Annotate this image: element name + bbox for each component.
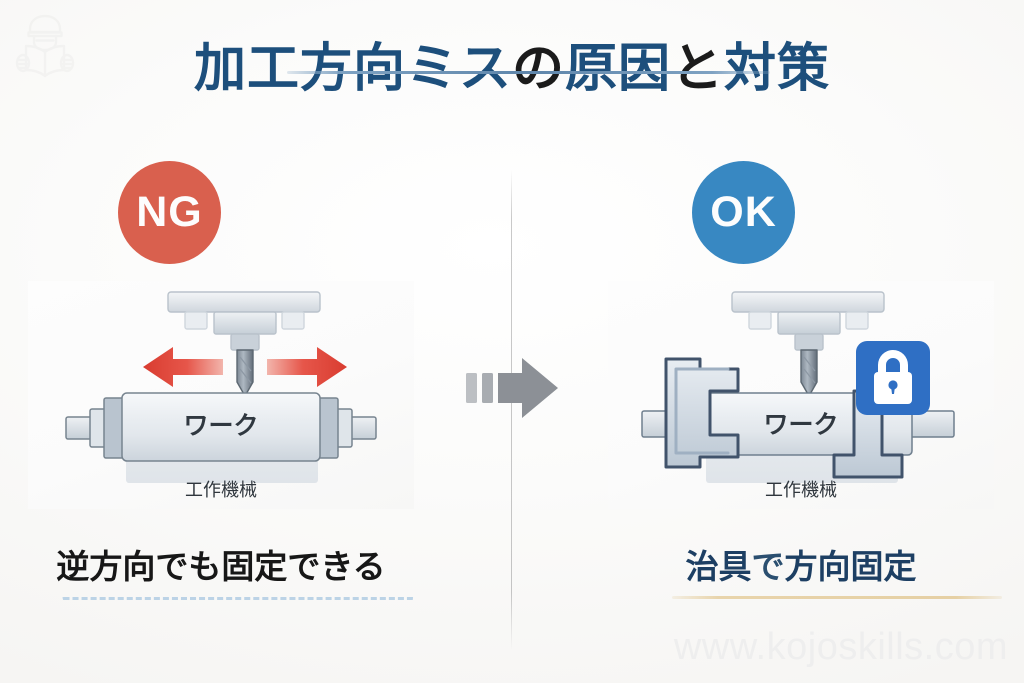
workpiece-label: ワーク — [763, 411, 838, 439]
padlock-closed-icon — [874, 350, 912, 404]
page-title-segment-5: 対策 — [724, 40, 831, 98]
page-title-segment-1: 加工方向ミス — [193, 40, 512, 98]
caption-ok-segment-1: 治具 — [685, 548, 752, 585]
section-divider — [511, 170, 512, 650]
caption-ng-text: 逆方向でも固定できる — [56, 548, 386, 585]
machine-label: 工作機械 — [765, 480, 837, 500]
drill-bit — [236, 349, 254, 397]
illustration-panel-ok: ワーク 工作機械 — [608, 281, 994, 509]
lock-badge — [856, 341, 930, 415]
site-url-watermark: www.kojoskills.com — [673, 626, 1008, 668]
ng-machine-illustration: ワーク 工作機械 — [65, 291, 377, 500]
title-underline — [287, 71, 770, 74]
spindle-head — [167, 291, 321, 351]
caption-ok: 治具で方向固定 — [608, 540, 994, 588]
caption-ok-underline — [672, 596, 1002, 599]
person-reading-book-logo-icon — [15, 14, 75, 78]
workpiece-body — [121, 392, 321, 462]
page-title-segment-3: 原因 — [564, 40, 671, 98]
illustration-panel-ng: ワーク 工作機械 — [28, 281, 414, 509]
spindle-head — [731, 291, 885, 351]
drill-bit — [800, 349, 818, 397]
status-badge-ok-label: OK — [710, 188, 777, 236]
jig-inner-highlight — [674, 367, 730, 455]
status-badge-ok: OK — [692, 161, 795, 264]
direction-arrow-right — [267, 347, 347, 387]
caption-ng-underline — [62, 597, 414, 600]
machine-label: 工作機械 — [185, 480, 257, 500]
ok-machine-illustration: ワーク 工作機械 — [641, 291, 955, 500]
workpiece-label: ワーク — [183, 412, 258, 440]
direction-arrow-left — [143, 347, 223, 387]
right-arrow-with-motion-dashes-icon — [466, 358, 558, 418]
page-title: 加工方向ミスの原因と対策 — [0, 42, 1024, 97]
status-badge-ng: NG — [118, 161, 221, 264]
caption-ng: 逆方向でも固定できる — [28, 540, 414, 588]
status-badge-ng-label: NG — [136, 188, 203, 236]
caption-ok-segment-2: で — [751, 548, 785, 585]
page-title-segment-4: と — [671, 40, 725, 98]
caption-ok-segment-3: 方向固定 — [784, 548, 917, 585]
page-title-segment-2: の — [511, 40, 565, 98]
